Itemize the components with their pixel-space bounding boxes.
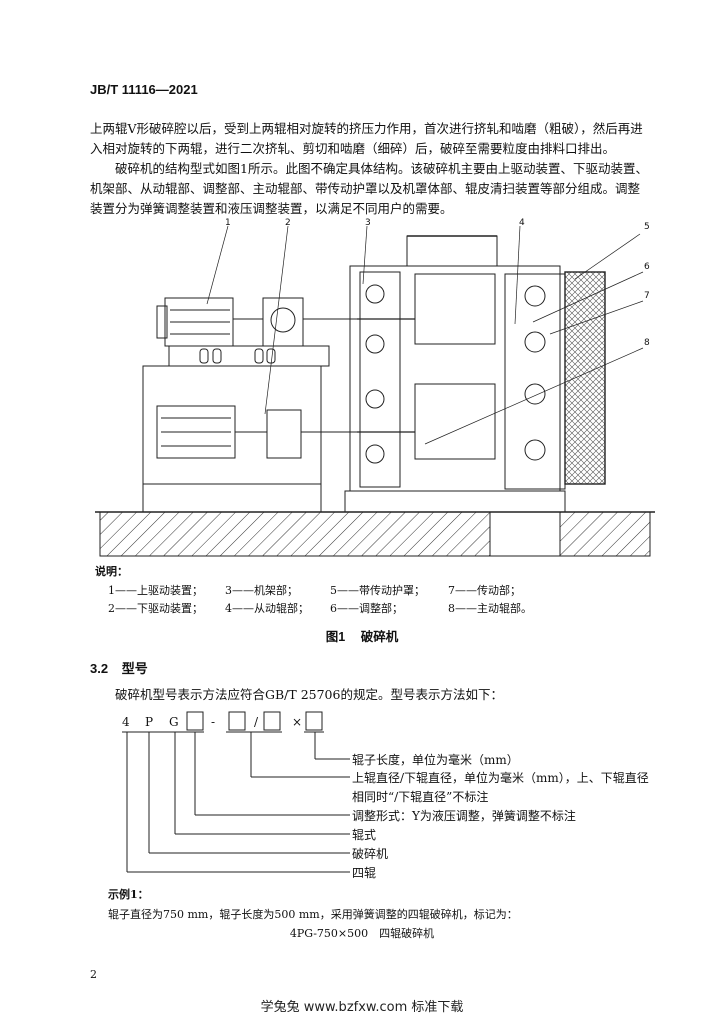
section-title: 型号: [121, 661, 148, 676]
model-intro: 破碎机型号表示方法应符合GB/T 25706的规定。型号表示方法如下：: [115, 687, 503, 702]
belt-guard: [564, 271, 606, 485]
lower-gearbox: [266, 409, 302, 459]
code-slash: /: [254, 715, 259, 729]
box-extra: [305, 711, 323, 731]
callout-1: 1: [225, 218, 231, 228]
model-code-diagram: 4 P G - / ×: [118, 706, 698, 886]
figure-caption-number: 图1: [325, 630, 346, 644]
tree-label-crusher: 破碎机: [352, 847, 389, 861]
box-roll-dia-upper: [186, 711, 204, 731]
callout-7: 7: [644, 291, 650, 301]
code-dash: -: [211, 715, 215, 729]
callout-3: 3: [365, 218, 371, 228]
footer-watermark[interactable]: 学兔兔 www.bzfxw.com 标准下载: [260, 1000, 464, 1015]
code-g: G: [169, 715, 179, 729]
tree-label-adjustment: 调整形式：Y为液压调整，弹簧调整不标注: [352, 809, 576, 823]
tree-label-four-roll: 四辊: [352, 866, 377, 880]
upper-gearbox: [262, 297, 304, 347]
legend-title: 说明：: [95, 565, 128, 578]
code-times: ×: [292, 715, 302, 729]
code-four: 4: [122, 715, 130, 729]
legend-item-6: 6——调整部；: [330, 602, 403, 615]
tree-label-roll-length: 辊子长度，单位为毫米（mm）: [352, 753, 519, 767]
intro-text: 上两辊V形破碎腔以后，受到上两辊相对旋转的挤压力作用，首次进行挤轧和啮磨（粗破）…: [90, 119, 650, 219]
standard-number: JB/T 11116—2021: [90, 82, 198, 97]
legend-item-4: 4——从动辊部；: [225, 602, 309, 615]
callout-6: 6: [644, 262, 650, 272]
legend-item-7: 7——传动部；: [448, 584, 521, 597]
page-number: 2: [90, 968, 97, 981]
example-body: 辊子直径为750 mm，辊子长度为500 mm，采用弹簧调整的四辊破碎机，标记为…: [108, 908, 518, 921]
callout-5: 5: [644, 222, 650, 232]
foundation-hatch: [99, 511, 651, 557]
intro-paragraph-2: 破碎机的结构型式如图1所示。此图不确定具体结构。该破碎机主要由上驱动装置、下驱动…: [90, 161, 648, 216]
section-number: 3.2: [90, 661, 109, 676]
callout-8: 8: [644, 338, 650, 348]
example-title: 示例1：: [108, 888, 149, 901]
figure-caption-text: 破碎机: [360, 630, 399, 644]
box-roll-length: [263, 711, 281, 731]
legend-item-1: 1——上驱动装置；: [108, 584, 203, 597]
legend-item-3: 3——机架部；: [225, 584, 298, 597]
box-roll-dia-lower: [228, 711, 246, 731]
legend-item-5: 5——带传动护罩；: [330, 584, 425, 597]
foundation-pit: [489, 511, 561, 557]
legend-item-8: 8——主动辊部。: [448, 602, 532, 615]
callout-2: 2: [285, 218, 291, 228]
intro-paragraph-1: 上两辊V形破碎腔以后，受到上两辊相对旋转的挤压力作用，首次进行挤轧和啮磨（粗破）…: [90, 121, 643, 156]
example-mark: 4PG-750×500 四辊破碎机: [289, 927, 435, 940]
section-heading: 3.2 型号: [90, 658, 148, 677]
base-block: [142, 365, 322, 513]
callout-4: 4: [519, 218, 525, 228]
tree-label-roll-type: 辊式: [352, 828, 377, 842]
figure-caption: 图1 破碎机: [0, 626, 724, 645]
tree-label-roll-diameter-note: 相同时“/下辊直径”不标注: [352, 790, 489, 804]
crusher-drawing: 1 2 3 4 5 6 7 8: [95, 218, 655, 557]
tree-label-roll-diameter: 上辊直径/下辊直径，单位为毫米（mm），上、下辊直径: [352, 771, 649, 785]
code-p: P: [145, 715, 153, 729]
legend-item-2: 2——下驱动装置；: [108, 602, 203, 615]
